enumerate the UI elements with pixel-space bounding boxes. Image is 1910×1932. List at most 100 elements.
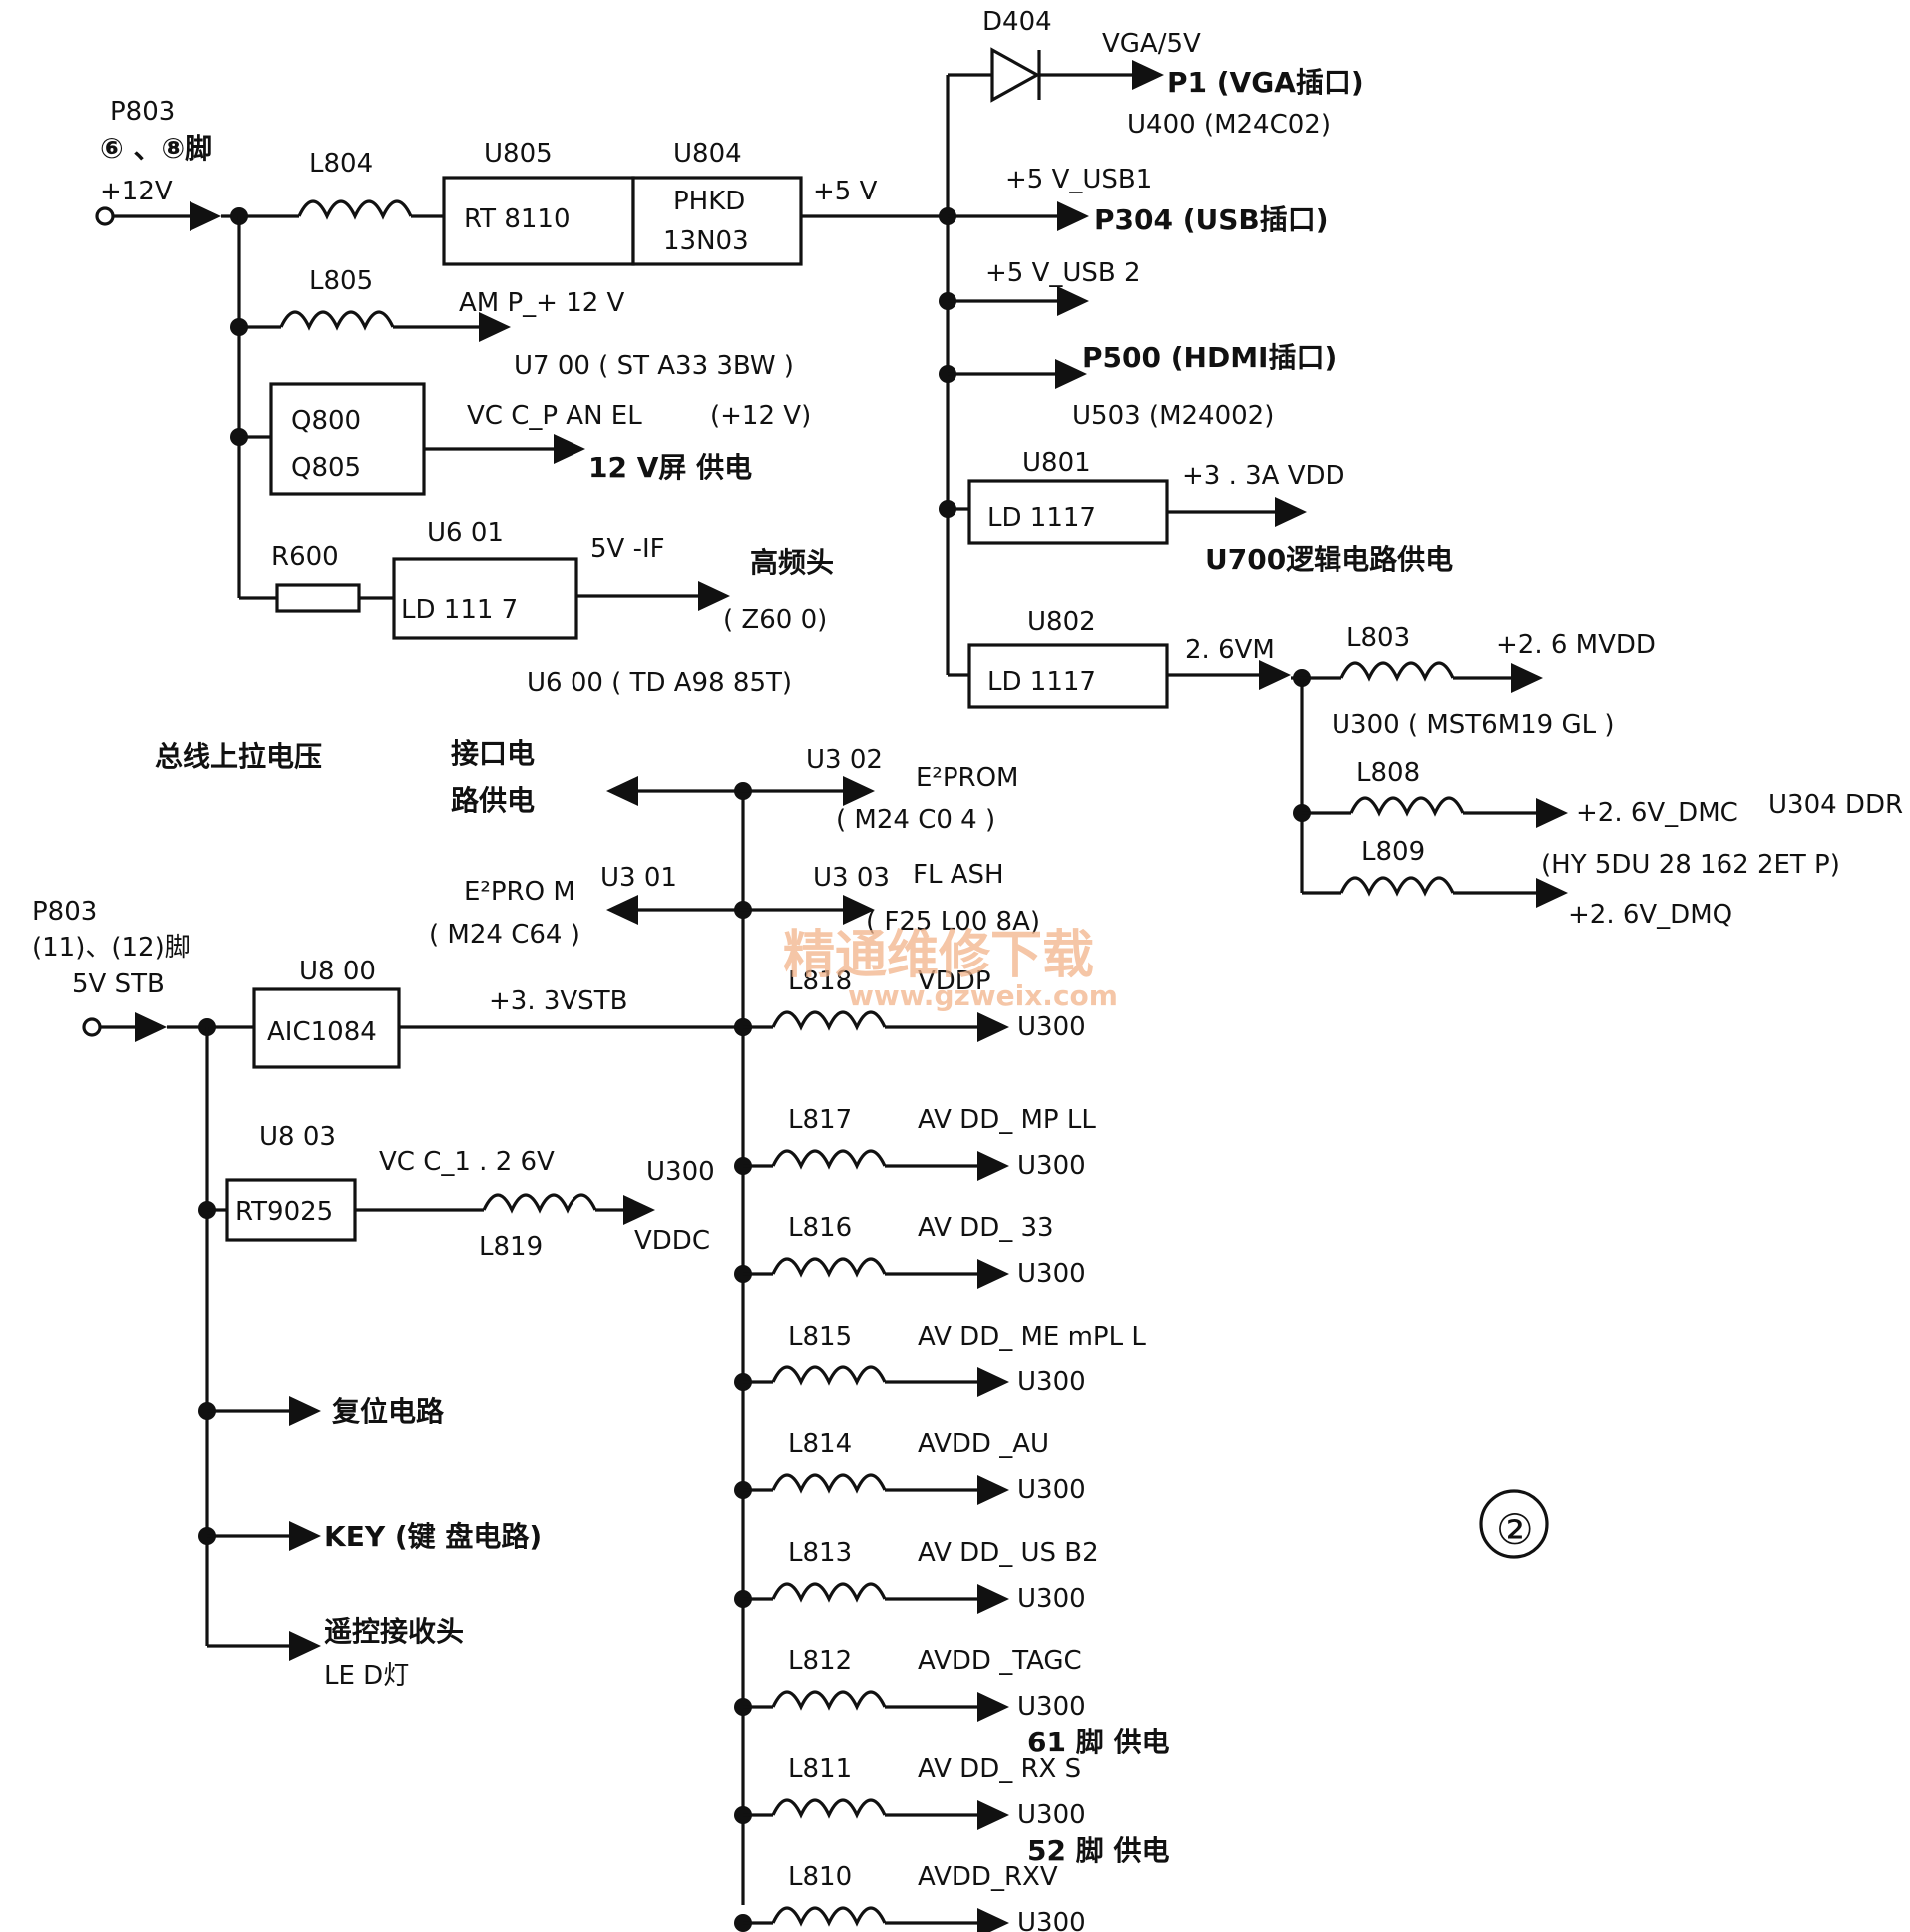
u601-box (392, 557, 578, 640)
rail-arrow (977, 1259, 1009, 1289)
rail-extra-label: 52 脚 供电 (1027, 1834, 1169, 1867)
bus-pullup-label: 总线上拉电压 (155, 740, 322, 773)
rail-extra-label: 61 脚 供电 (1027, 1726, 1169, 1758)
input-12v-section: P803 ⑥ 、⑧脚 +12V L804 U805 RT 8110 U804 P… (95, 97, 948, 698)
d404-label: D404 (982, 7, 1052, 37)
diode-d404 (990, 47, 1041, 103)
rail-dest-label: U300 (1017, 1259, 1086, 1289)
l803-label: L803 (1346, 623, 1410, 653)
usb2-net-label: +5 V_USB 2 (985, 258, 1141, 288)
mvdd-net-label: +2. 6 MVDD (1496, 630, 1656, 660)
u302-label: U3 02 (806, 745, 883, 775)
arrow-12v-in (190, 201, 221, 231)
rail-arrow (977, 1151, 1009, 1181)
rail-inductor (771, 1149, 887, 1170)
rail-net-label: AV DD_ MP LL (918, 1105, 1096, 1135)
arrow-dmc (1536, 798, 1568, 828)
vddc-dest-label: U300 (646, 1157, 715, 1187)
u804-label: U804 (673, 139, 742, 169)
resistor-r600 (275, 583, 361, 613)
figure-badge-ring (1479, 1489, 1549, 1559)
e2prom-a-part: ( M24 C0 4 ) (836, 805, 995, 835)
u801-label: U801 (1022, 448, 1091, 478)
rail-inductor-label: L810 (788, 1862, 852, 1892)
u805-box (442, 176, 635, 266)
arrow-3v3 (1275, 497, 1307, 527)
inductor-l804 (297, 199, 413, 220)
rail-inductor (771, 1257, 887, 1278)
arrow-ir (289, 1631, 321, 1661)
middle-interface-section: 总线上拉电压 接口电 路供电 U3 02 E²PROM ( M24 C0 4 )… (155, 737, 1040, 1905)
rail-inductor (771, 1010, 887, 1031)
rail-dest-label: U300 (1017, 1151, 1086, 1181)
input-12v-label: +12V (100, 177, 173, 206)
u802-net-label: 2. 6VM (1185, 635, 1275, 665)
arrow-key (289, 1521, 321, 1551)
u805-part: RT 8110 (464, 204, 571, 234)
vga-dest-1: P1 (VGA插口) (1167, 66, 1364, 99)
rail-dest-label: U300 (1017, 1012, 1086, 1042)
rail-inductor-label: L814 (788, 1429, 852, 1459)
rail-inductor-label: L813 (788, 1538, 852, 1568)
vga-net-label: VGA/5V (1102, 29, 1201, 59)
ddr-dest-label: U304 DDR (1768, 790, 1903, 820)
rail-net-label: AVDD _AU (918, 1429, 1049, 1459)
flash-part: ( F25 L00 8A) (866, 907, 1040, 937)
panel-volt-label: (+12 V) (710, 401, 811, 431)
tuner-desc-1: 高频头 (750, 546, 834, 579)
rail-arrow (977, 1584, 1009, 1614)
rail-arrow (977, 1367, 1009, 1397)
p803-top-pins: ⑥ 、⑧脚 (100, 132, 212, 165)
dmc-net-label: +2. 6V_DMC (1576, 798, 1738, 828)
rail-net-label: AV DD_ ME mPL L (918, 1322, 1146, 1352)
reset-label: 复位电路 (332, 1395, 445, 1428)
3v3stb-label: +3. 3VSTB (489, 986, 627, 1016)
usb1-dest: P304 (USB插口) (1094, 203, 1329, 236)
u802-part: LD 1117 (987, 667, 1096, 697)
arrow-flash (843, 895, 875, 925)
l808-label: L808 (1356, 758, 1420, 788)
mvdd-dest-label: U300 ( MST6M19 GL ) (1332, 710, 1615, 740)
u803-part: RT9025 (235, 1197, 333, 1227)
rail-dest-label: U300 (1017, 1908, 1086, 1932)
arrow-iface (606, 776, 638, 806)
arrow-amp (479, 312, 511, 342)
usb1-net-label: +5 V_USB1 (1005, 165, 1152, 194)
figure-badge: ② (1496, 1505, 1534, 1554)
inductor-l803 (1339, 661, 1455, 682)
u800-part: AIC1084 (267, 1017, 377, 1047)
rail-arrow (977, 1475, 1009, 1505)
tuner-desc-2: ( Z60 0) (723, 605, 827, 635)
u803-net-label: VC C_1 . 2 6V (379, 1147, 555, 1177)
rail-net-label: AVDD _TAGC (918, 1646, 1082, 1676)
e2prom-a-label: E²PROM (916, 763, 1019, 793)
hdmi-dest-2: U503 (M24002) (1072, 401, 1274, 431)
rail-inductor (771, 1690, 887, 1711)
inductor-l808 (1349, 796, 1465, 817)
2v6-branch-section: L803 +2. 6 MVDD U300 ( MST6M19 GL ) L808… (1291, 623, 1903, 930)
rail-dest-label: U300 (1017, 1692, 1086, 1722)
arrow-reset (289, 1396, 321, 1426)
u804-part-2: 13N03 (663, 226, 749, 256)
ir-label-1: 遥控接收头 (324, 1615, 464, 1648)
arrow-panel (554, 434, 585, 464)
rail-net-label: AV DD_ RX S (918, 1754, 1081, 1784)
ddr-part-label: (HY 5DU 28 162 2ET P) (1541, 850, 1840, 880)
iface-label-1: 接口电 (451, 737, 535, 770)
u802-label: U802 (1027, 607, 1096, 637)
panel-net-label: VC C_P AN EL (467, 401, 642, 431)
inductor-l809 (1339, 876, 1455, 897)
u801-box (967, 479, 1169, 545)
5v-distribution-section: D404 VGA/5V P1 (VGA插口) U400 (M24C02) +5 … (939, 7, 1453, 709)
rail-net-label: AVDD_RXV (918, 1862, 1058, 1892)
arrow-mvdd (1511, 663, 1543, 693)
